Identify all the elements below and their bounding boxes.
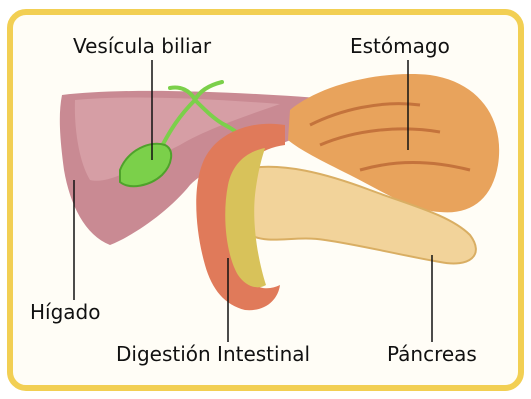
label-vesicula-biliar: Vesícula biliar	[73, 36, 211, 56]
label-estomago: Estómago	[350, 36, 450, 56]
label-higado: Hígado	[30, 302, 100, 322]
label-digestion-intestinal: Digestión Intestinal	[116, 344, 310, 364]
label-pancreas: Páncreas	[387, 344, 477, 364]
